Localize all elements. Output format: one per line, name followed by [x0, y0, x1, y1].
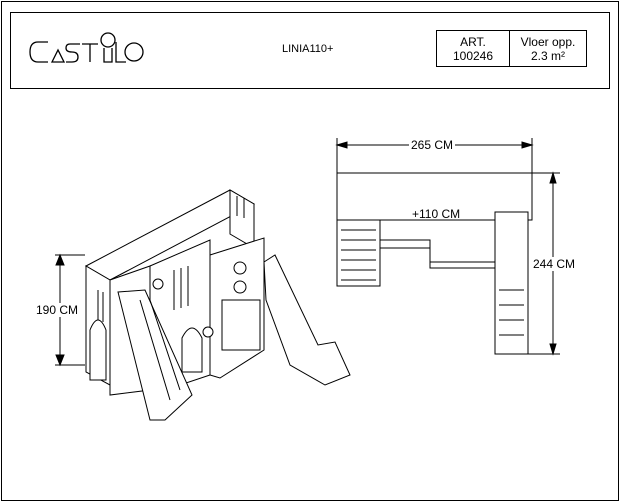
article-number: 100246	[452, 49, 494, 63]
floor-area-label: Vloer opp.	[520, 35, 576, 49]
floor-area-value: 2.3 m²	[530, 49, 565, 63]
product-name: LINIA110+	[282, 43, 334, 55]
castilo-logo	[29, 32, 144, 63]
article-label: ART.	[460, 35, 486, 49]
platform-height-label: +110 CM	[412, 207, 461, 221]
depth-dimension-label: 244 CM	[531, 257, 578, 271]
floor-area-box: Vloer opp. 2.3 m²	[509, 30, 587, 67]
isometric-view	[55, 189, 351, 421]
width-dimension-label: 265 CM	[409, 138, 456, 152]
plan-view	[335, 138, 560, 356]
article-box: ART. 100246	[436, 30, 510, 67]
height-dimension-label: 190 CM	[34, 303, 81, 317]
title-block	[10, 12, 610, 89]
